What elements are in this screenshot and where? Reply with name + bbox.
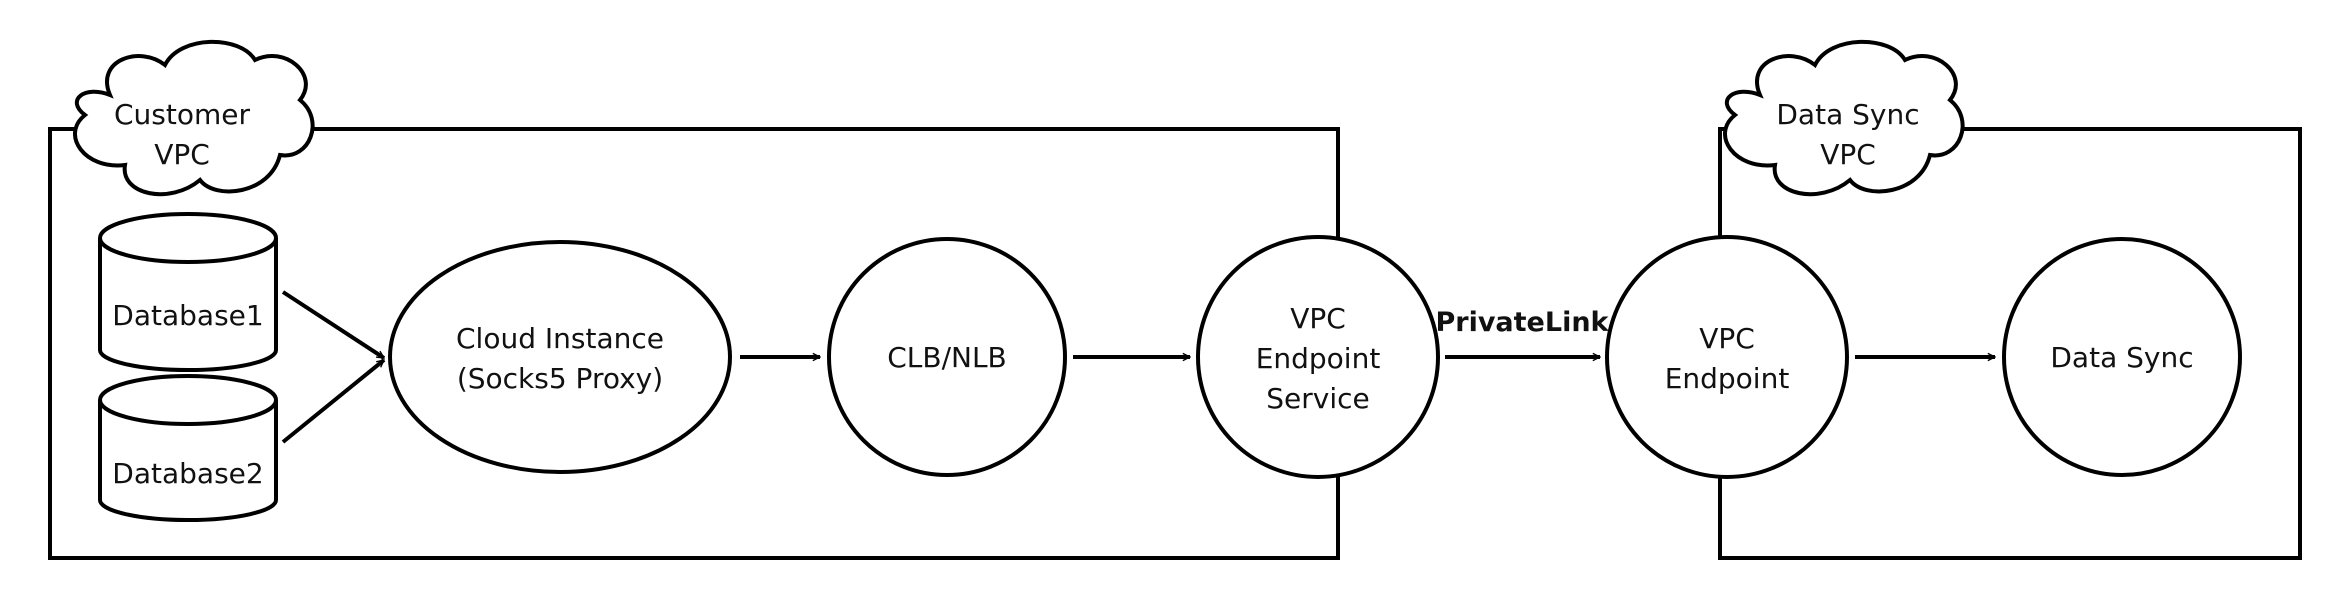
arrow-database1-to-cloud-instance (281, 290, 384, 360)
customer-vpc-label-line1: Customer (114, 98, 250, 131)
endpoint-service-label-line2: Endpoint (1256, 342, 1381, 375)
database2-cylinder: Database2 (98, 374, 278, 522)
privatelink-label: PrivateLink (1435, 307, 1609, 338)
data-sync-node: Data Sync (2002, 237, 2242, 477)
vpc-endpoint-service-node: VPC Endpoint Service (1196, 235, 1440, 479)
customer-vpc-cloud-icon: Customer VPC (73, 39, 315, 197)
cloud-instance-label-line2: (Socks5 Proxy) (457, 362, 663, 395)
database2-label: Database2 (112, 457, 263, 490)
data-sync-label: Data Sync (2050, 341, 2193, 374)
cloud-instance-label-line1: Cloud Instance (456, 322, 664, 355)
endpoint-service-label-line1: VPC (1290, 302, 1346, 335)
cloud-instance-node: Cloud Instance (Socks5 Proxy) (388, 240, 732, 474)
vpc-endpoint-node: VPC Endpoint (1605, 235, 1849, 479)
database1-label: Database1 (112, 299, 263, 332)
datasync-vpc-cloud-icon: Data Sync VPC (1723, 39, 1965, 197)
datasync-vpc-label-line2: VPC (1820, 138, 1876, 171)
vpc-endpoint-label-line1: VPC (1699, 322, 1755, 355)
vpc-endpoint-label-line2: Endpoint (1665, 362, 1790, 395)
arrow-database2-to-cloud-instance (281, 358, 386, 444)
datasync-vpc-label-line1: Data Sync (1776, 98, 1919, 131)
clb-nlb-node: CLB/NLB (827, 237, 1067, 477)
database1-cylinder: Database1 (98, 212, 278, 372)
clb-nlb-label: CLB/NLB (887, 341, 1007, 374)
endpoint-service-label-line3: Service (1266, 382, 1369, 415)
customer-vpc-label-line2: VPC (154, 138, 210, 171)
